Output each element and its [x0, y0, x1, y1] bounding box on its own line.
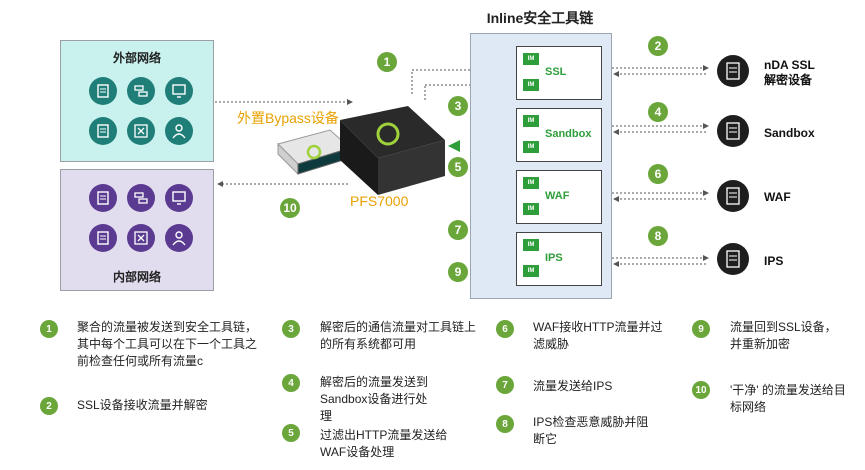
server-ips-label: IPS [764, 254, 784, 268]
step-3-badge: 3 [448, 96, 468, 116]
server-icon [717, 55, 749, 87]
desktop-icon [165, 77, 193, 105]
desktop-icon [165, 184, 193, 212]
tool-label: Sandbox [545, 128, 592, 140]
tool-sandbox: IM IM Sandbox [516, 108, 602, 162]
im-badge: IM [523, 79, 539, 91]
legend-num-4: 4 [282, 374, 300, 392]
internal-network-zone: 内部网络 [60, 169, 214, 291]
step-6-badge: 6 [648, 164, 668, 184]
bypass-device-image [277, 106, 445, 195]
legend-text-5: 过滤出HTTP流量发送给WAF设备处理 [320, 428, 448, 459]
server-icon [717, 180, 749, 212]
legend-num-2: 2 [40, 397, 58, 415]
external-network-zone: 外部网络 [60, 40, 214, 162]
legend-num-9: 9 [692, 320, 710, 338]
legend-num-7: 7 [496, 376, 514, 394]
step-2-badge: 2 [648, 36, 668, 56]
tool-ips: IM IM IPS [516, 232, 602, 286]
switch-icon [127, 224, 155, 252]
server-icon [89, 117, 117, 145]
legend-text-10: '干净' 的流量发送给目标网络 [730, 383, 846, 414]
external-network-title: 外部网络 [112, 51, 161, 65]
legend-num-10: 10 [692, 381, 710, 399]
server-waf-label: WAF [764, 190, 791, 204]
legend-num-1: 1 [40, 320, 58, 338]
internal-network-title: 内部网络 [112, 270, 161, 284]
tool-waf: IM IM WAF [516, 170, 602, 224]
chain-title: Inline安全工具链 [486, 10, 594, 26]
device-model-label: PFS7000 [350, 193, 409, 209]
legend-text-7: 流量发送给IPS [533, 379, 613, 393]
server-icon [717, 115, 749, 147]
legend-num-8: 8 [496, 415, 514, 433]
step-7-badge: 7 [448, 220, 468, 240]
tool-label: IPS [545, 252, 563, 264]
im-badge: IM [523, 53, 539, 65]
tool-label: SSL [545, 66, 567, 78]
server-icon [89, 77, 117, 105]
legend-text-2: SSL设备接收流量并解密 [77, 398, 208, 412]
legend-num-6: 6 [496, 320, 514, 338]
im-badge: IM [523, 265, 539, 277]
database-icon [127, 77, 155, 105]
legend-text-8: IPS检查恶意威胁并阻断它 [533, 415, 649, 446]
server-icon [717, 243, 749, 275]
legend-text-3: 解密后的通信流量对工具链上的所有系统都可用 [320, 320, 477, 351]
database-icon [127, 184, 155, 212]
legend-text-9: 流量回到SSL设备，并重新加密 [730, 320, 837, 351]
legend-num-3: 3 [282, 320, 300, 338]
user-icon [165, 224, 193, 252]
switch-icon [127, 117, 155, 145]
legend-text-4: 解密后的流量发送到Sandbox设备进行处理 [320, 375, 429, 423]
im-badge: IM [523, 177, 539, 189]
server-icon [89, 184, 117, 212]
legend-num-5: 5 [282, 424, 300, 442]
step-10-badge: 10 [280, 198, 300, 218]
user-icon [165, 117, 193, 145]
im-badge: IM [523, 239, 539, 251]
bypass-device-label: 外置Bypass设备 [237, 110, 339, 126]
im-badge: IM [523, 203, 539, 215]
tool-label: WAF [545, 190, 570, 202]
server-sandbox-label: Sandbox [764, 126, 815, 140]
tool-ssl: IM IM SSL [516, 46, 602, 100]
step-8-badge: 8 [648, 226, 668, 246]
step-5-badge: 5 [448, 157, 468, 177]
step-1-badge: 1 [377, 52, 397, 72]
server-icon [89, 224, 117, 252]
legend-text-6: WAF接收HTTP流量并过滤威胁 [533, 320, 663, 351]
legend-text-1: 聚合的流量被发送到安全工具链，其中每个工具可以在下一个工具之前检查任何或所有流量… [77, 320, 258, 368]
step-4-badge: 4 [648, 102, 668, 122]
im-badge: IM [523, 141, 539, 153]
im-badge: IM [523, 115, 539, 127]
step-9-badge: 9 [448, 262, 468, 282]
